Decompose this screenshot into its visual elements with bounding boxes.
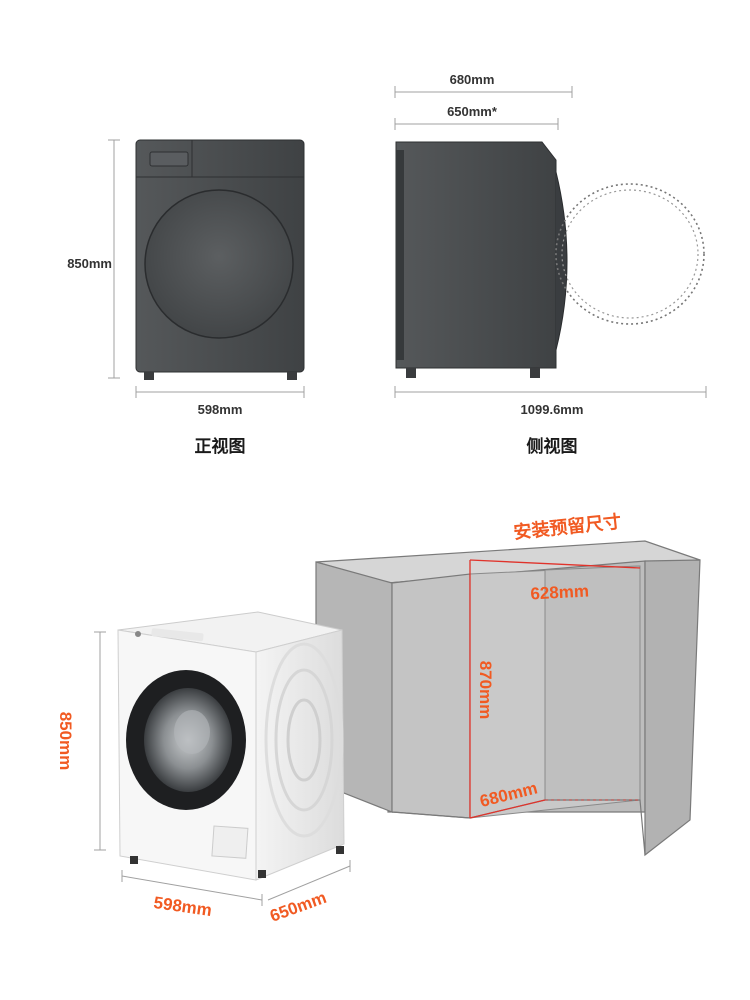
machine-width-dim [121,875,263,901]
front-view-caption: 正视图 [195,436,246,457]
cabinet-left-panel [391,573,471,819]
machine-depth-dim [267,865,351,901]
cabinet-right-wall [644,559,701,857]
brand-logo-icon [135,631,141,637]
side-unit-body [395,141,557,369]
side-door-open-label: 1099.6mm [521,402,584,417]
door-open-outline [555,183,705,325]
install-title: 安装预留尺寸 [513,510,623,543]
front-height-label: 850mm [67,256,112,271]
side-depth-inner-label: 650mm* [447,104,498,119]
machine-width-label: 598mm [152,893,213,920]
front-width-label: 598mm [198,402,243,417]
machine-height-label: 850mm [56,712,75,771]
front-view: 850mm 598mm 正视图 [67,139,305,457]
installation-cabinet: 安装预留尺寸 628mm 870mm 680mm [315,510,701,857]
side-view-caption: 侧视图 [527,436,578,457]
machine-side [255,629,345,881]
side-view: 680mm 650mm* 1099.6mm 侧视图 [394,72,707,457]
control-panel [149,151,189,167]
install-width-label: 628mm [530,581,590,603]
install-height-label: 870mm [476,661,495,720]
white-washer: 850mm 598mm 650mm [56,611,351,926]
side-depth-outer-label: 680mm [450,72,495,87]
side-door-closed [555,171,568,351]
machine-depth-label: 650mm [267,888,329,926]
front-door [144,189,294,339]
